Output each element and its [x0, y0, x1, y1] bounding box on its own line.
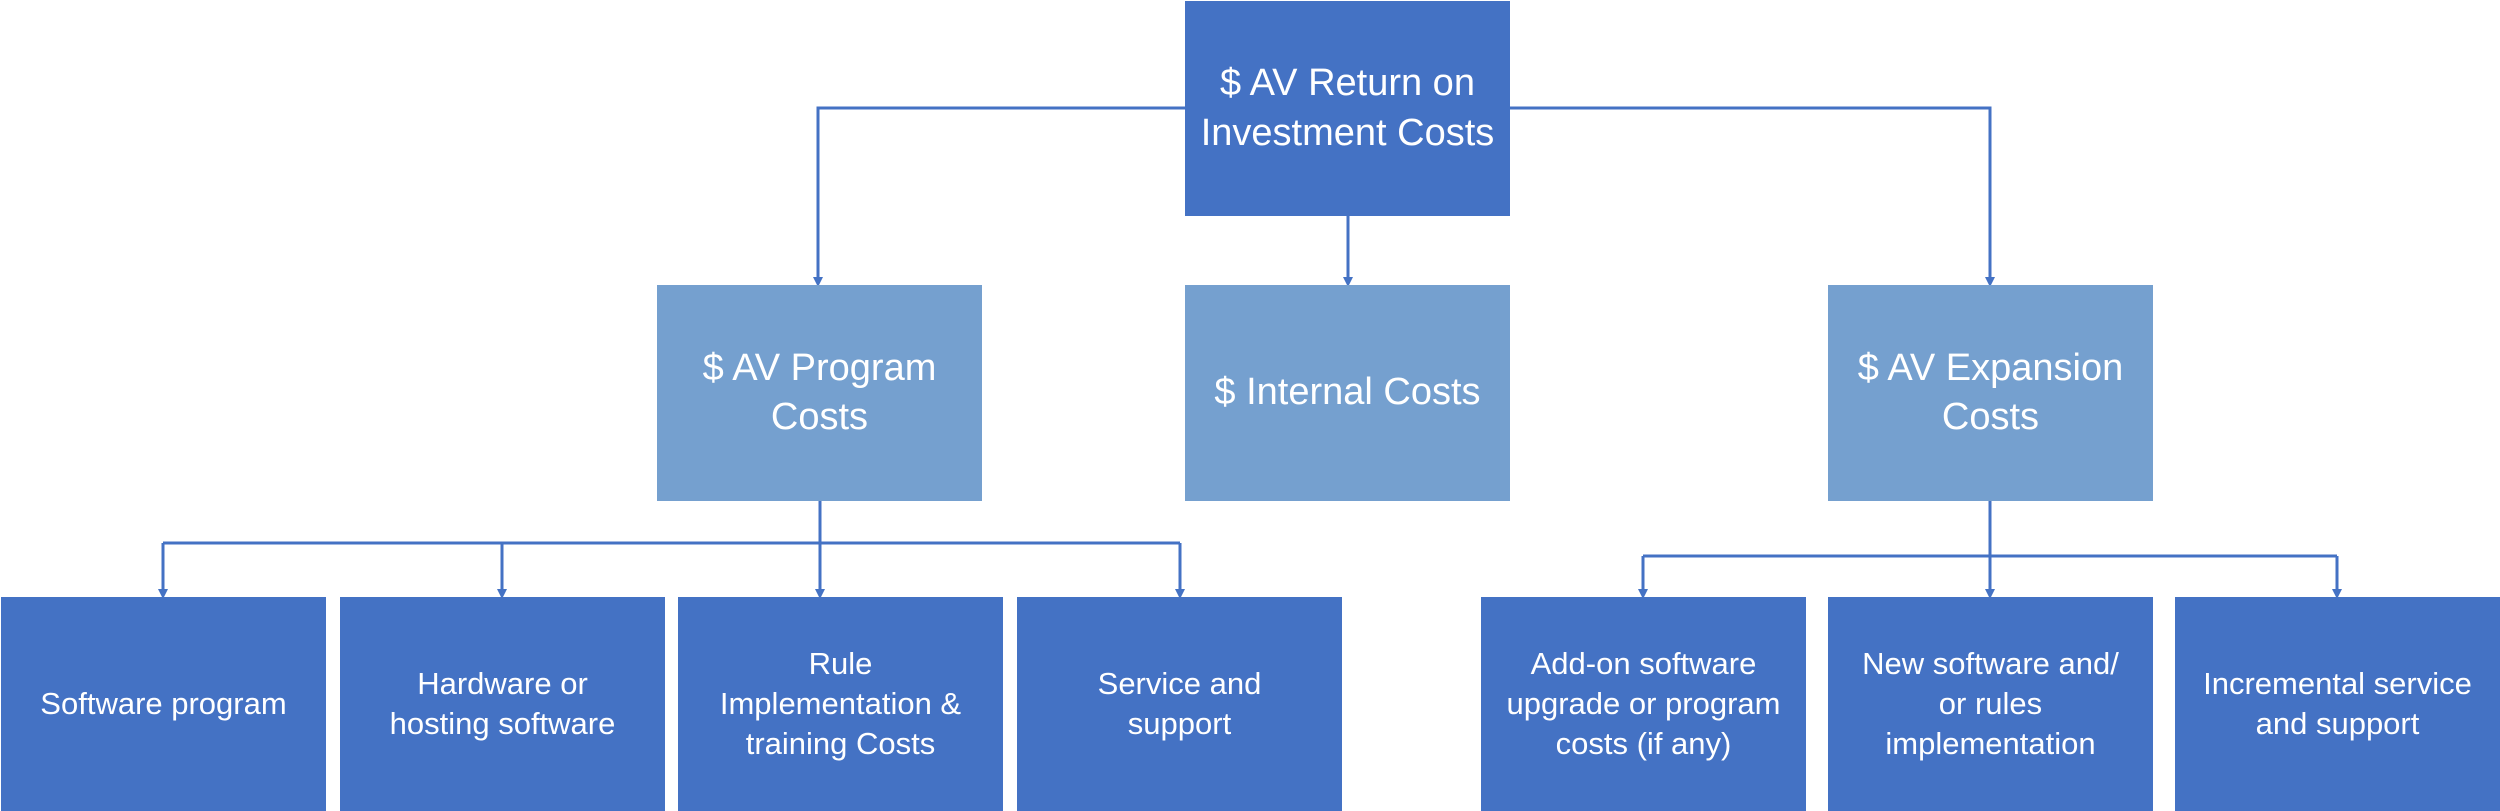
root-label: $ AV Return on Investment Costs: [1200, 62, 1495, 154]
connector-root-to-program: [813, 106, 1185, 287]
item-software-program: Software program: [1, 597, 326, 811]
category-expansion-costs: $ AV Expansion Costs: [1828, 285, 2153, 501]
item-incremental-service: Incremental service and support: [2175, 597, 2500, 811]
item-label: Service and support: [1097, 665, 1262, 741]
item-label: New software and/ or rules implementatio…: [1862, 645, 2119, 762]
item-service-support: Service and support: [1017, 597, 1342, 811]
item-label: Add-on software upgrade or program costs…: [1506, 645, 1781, 762]
item-label: Hardware or hosting software: [389, 665, 616, 741]
item-addon-software: Add-on software upgrade or program costs…: [1481, 597, 1806, 811]
category-label: $ AV Program Costs: [702, 346, 937, 438]
connector-root-to-expansion: [1510, 106, 1995, 287]
item-rule-implementation: Rule Implementation & training Costs: [678, 597, 1003, 811]
item-hardware-hosting: Hardware or hosting software: [340, 597, 665, 811]
category-program-costs: $ AV Program Costs: [657, 285, 982, 501]
category-label: $ Internal Costs: [1214, 371, 1481, 414]
category-label: $ AV Expansion Costs: [1857, 346, 2124, 438]
root-box: $ AV Return on Investment Costs: [1185, 1, 1510, 216]
item-label: Software program: [40, 685, 287, 721]
category-internal-costs: $ Internal Costs: [1185, 285, 1510, 501]
item-new-software-rules: New software and/ or rules implementatio…: [1828, 597, 2153, 811]
item-label: Incremental service and support: [2203, 665, 2472, 741]
item-label: Rule Implementation & training Costs: [719, 645, 962, 762]
